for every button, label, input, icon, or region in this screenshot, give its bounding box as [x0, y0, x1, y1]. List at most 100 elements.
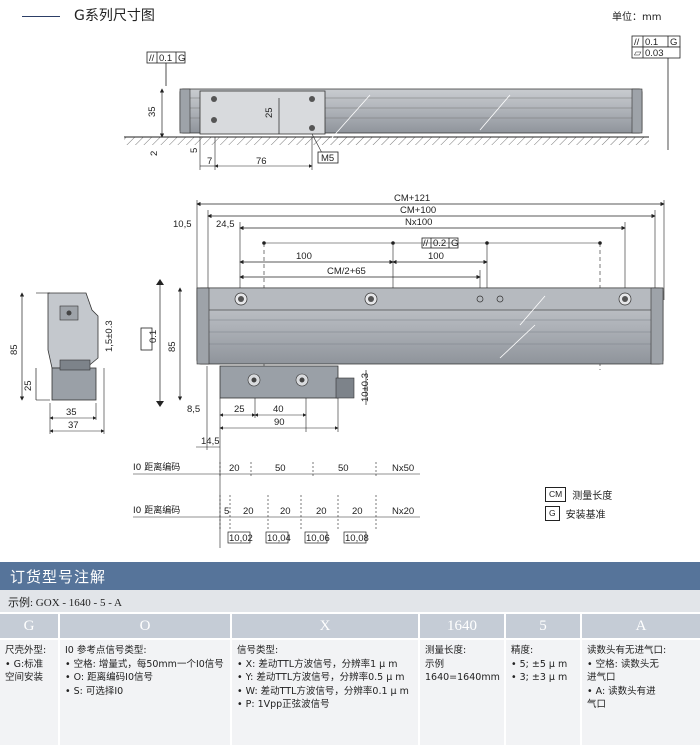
front-dim-10-5: 10,5	[173, 219, 192, 230]
desc-a: 读数头有无进气口: • 空格: 读数头无 进气口 • A: 读数头有进 气口	[582, 640, 700, 745]
end-dim-85: 85	[9, 344, 20, 355]
side-view: // 0.1 G // 0.1 G ⏥ 0.03 35 2 25 5	[124, 35, 681, 170]
ref-small-2: 10,04	[267, 533, 291, 544]
order-title-band: 订货型号注解	[0, 562, 700, 590]
end-dim-25: 25	[23, 380, 34, 391]
desc-1640: 测量长度: 示例 1640=1640mm	[420, 640, 504, 745]
legend-g-code: G	[545, 506, 560, 521]
code-o: O	[60, 614, 230, 638]
legend-cm-text: 测量长度	[572, 491, 613, 502]
legend-g: G 安装基准	[545, 506, 606, 521]
ref-row2-v2: 20	[243, 506, 254, 517]
desc-o-line: • O: 距离编码I0信号	[65, 672, 154, 683]
desc-x-line: • Y: 差动TTL方波信号，分辨率0.5 μ m	[237, 672, 405, 683]
side-tol-right: // 0.1 G ⏥ 0.03	[631, 35, 681, 150]
legend-g-text: 安装基准	[565, 510, 606, 521]
ref-small-3: 10,06	[306, 533, 330, 544]
desc-x-line: • W: 差动TTL方波信号，分辨率0.1 μ m	[237, 685, 409, 697]
end-dim-1-5: 1,5±0.3	[104, 320, 115, 352]
ref-row2-v1: 5	[224, 506, 229, 517]
legend-cm-code: CM	[545, 487, 567, 502]
svg-text:⏥: ⏥	[634, 48, 642, 59]
front-view: CM+121 CM+100 Nx100 10,5 24,5 // 0.2 G 1…	[140, 193, 665, 548]
front-dim-cm2-65: CM/2+65	[327, 266, 366, 277]
svg-text://: //	[149, 53, 155, 64]
header-rule	[22, 16, 60, 17]
desc-g: 尺壳外型: • G:标准 空间安装	[0, 640, 58, 745]
ref-row2-v5: 20	[352, 506, 363, 517]
desc-1640-line: 1640=1640mm	[425, 672, 500, 683]
side-tol-top-value: 0.1	[159, 53, 172, 64]
desc-1640-line: 示例	[425, 658, 445, 670]
desc-5-line: 精度:	[511, 645, 534, 656]
end-dim-35: 35	[66, 407, 77, 418]
order-desc-row: 尺壳外型: • G:标准 空间安装 I0 参考点信号类型: • 空格: 增量式，…	[0, 640, 700, 745]
desc-5: 精度: • 5; ±5 μ m • 3; ±3 μ m	[506, 640, 580, 745]
side-tol-right-1: 0.1	[645, 37, 658, 48]
unit-label: 单位：mm	[612, 12, 662, 23]
side-dim-2: 2	[149, 151, 160, 156]
side-thread: M5	[321, 153, 334, 164]
front-dim-25: 25	[234, 404, 245, 415]
front-dim-90: 90	[274, 417, 285, 428]
front-dim-cm100: CM+100	[400, 205, 436, 216]
order-title: 订货型号注解	[10, 568, 107, 586]
svg-text://: //	[634, 37, 640, 48]
side-tol-top-ref: G	[178, 53, 185, 64]
ref-row2-v4: 20	[316, 506, 327, 517]
desc-o-line: • 空格: 增量式，每50mm一个I0信号	[65, 658, 224, 670]
desc-1640-line: 测量长度:	[425, 645, 467, 656]
desc-5-line: • 3; ±3 μ m	[511, 672, 568, 683]
desc-g-line: • G:标准	[5, 658, 44, 670]
end-dim-37: 37	[68, 420, 79, 431]
desc-x-line: • P: 1Vpp正弦波信号	[237, 699, 330, 710]
ref-small-1: 10,02	[229, 533, 253, 544]
desc-a-line: • A: 读数头有进	[587, 685, 656, 697]
side-dim-35: 35	[147, 106, 158, 117]
front-dim-8-5: 8,5	[187, 404, 200, 415]
side-tol-right-2: 0.03	[645, 48, 664, 59]
code-x: X	[232, 614, 418, 638]
front-tol-mid-ref: G	[451, 238, 458, 249]
ref-row1-label: I0 距离编码	[133, 461, 180, 473]
desc-a-line: • 空格: 读数头无	[587, 658, 659, 670]
side-dim-7: 7	[207, 156, 212, 167]
end-view: 85 25 1,5±0.3 35 37	[9, 292, 115, 434]
desc-x-line: • X: 差动TTL方波信号，分辨率1 μ m	[237, 658, 398, 670]
desc-o-line: I0 参考点信号类型:	[65, 645, 147, 656]
front-tol-mid: 0.2	[433, 238, 446, 249]
ref-small-4: 10,08	[345, 533, 369, 544]
desc-x: 信号类型: • X: 差动TTL方波信号，分辨率1 μ m • Y: 差动TTL…	[232, 640, 418, 745]
ref-row1-v1: 20	[229, 463, 240, 474]
desc-o: I0 参考点信号类型: • 空格: 增量式，每50mm一个I0信号 • O: 距…	[60, 640, 230, 745]
ref-row1-v4: Nx50	[392, 463, 414, 474]
desc-g-line: 尺壳外型:	[5, 645, 47, 656]
desc-a-line: 气口	[587, 699, 607, 710]
ref-row1-v2: 50	[275, 463, 286, 474]
ref-marks: I0 距离编码 20 50 50 Nx50 I0 距离编码 5 20 20 20…	[133, 461, 420, 544]
code-a: A	[582, 614, 700, 638]
code-g: G	[0, 614, 58, 638]
side-tol-right-1-ref: G	[670, 37, 677, 48]
desc-o-line: • S: 可选择I0	[65, 685, 124, 697]
ref-row2-label: I0 距离编码	[133, 504, 180, 516]
order-example: 示例: GOX - 1640 - 5 - A	[8, 597, 122, 609]
front-dim-100-left: 100	[296, 251, 312, 262]
ref-row2-v3: 20	[280, 506, 291, 517]
desc-5-line: • 5; ±5 μ m	[511, 658, 568, 670]
desc-x-line: 信号类型:	[237, 645, 279, 656]
side-dim-5: 5	[189, 148, 200, 153]
code-5: 5	[506, 614, 580, 638]
front-tol-left: 0.1	[148, 330, 159, 343]
ref-row2-v6: Nx20	[392, 506, 414, 517]
technical-drawing: // 0.1 G // 0.1 G ⏥ 0.03 35 2 25 5	[9, 35, 681, 548]
desc-a-line: 进气口	[587, 672, 616, 683]
front-dim-100-right: 100	[428, 251, 444, 262]
desc-a-line: 读数头有无进气口:	[587, 645, 667, 656]
side-dim-76: 76	[256, 156, 267, 167]
order-code-row: G O X 1640 5 A	[0, 614, 700, 638]
code-1640: 1640	[420, 614, 504, 638]
desc-g-line: 空间安装	[5, 672, 44, 683]
front-dim-nx100: Nx100	[405, 217, 432, 228]
ref-row1-v3: 50	[338, 463, 349, 474]
